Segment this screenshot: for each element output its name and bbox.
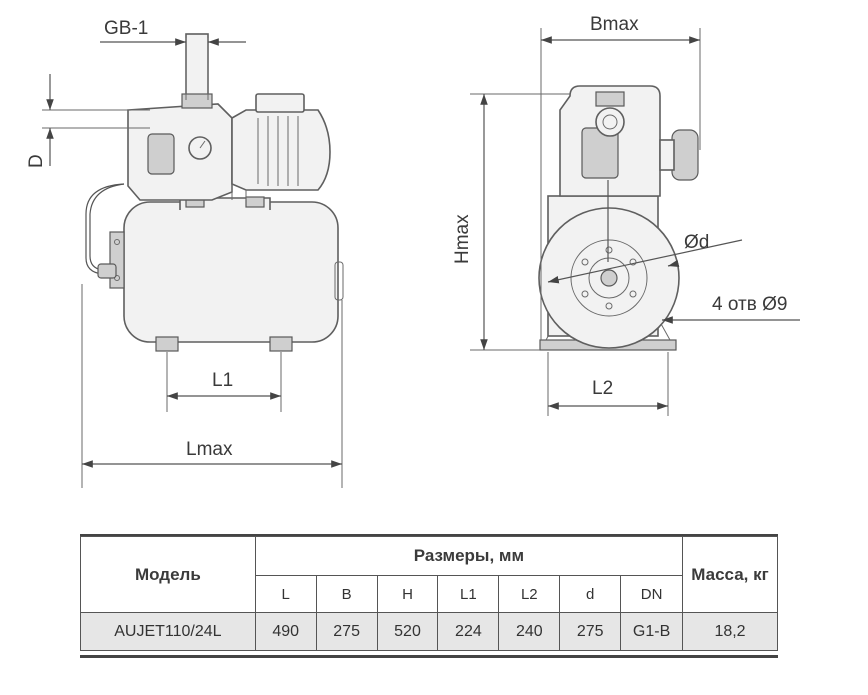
front-view xyxy=(538,85,699,351)
col-header: H xyxy=(376,575,439,613)
col-header: L1 xyxy=(437,575,500,613)
value-cell: 240 xyxy=(498,612,561,651)
terminal-box xyxy=(255,93,305,113)
tank-foot-left xyxy=(155,336,179,352)
dim-hmax: Hmax xyxy=(452,214,473,264)
tank-body xyxy=(123,201,339,343)
value-cell: 224 xyxy=(437,612,500,651)
technical-drawing: GB-1 D L1 Lmax xyxy=(26,14,800,488)
value-cell: G1-B xyxy=(620,612,684,651)
model-header: Модель xyxy=(80,536,256,613)
spec-table: Модель Размеры, мм Масса, кг L B H L1 L2… xyxy=(80,536,778,651)
col-header: d xyxy=(559,575,622,613)
value-cell: 275 xyxy=(559,612,622,651)
side-dimensions: GB-1 D L1 Lmax xyxy=(26,18,343,488)
col-header: L2 xyxy=(498,575,561,613)
model-cell: AUJET110/24L xyxy=(80,612,256,651)
col-header: B xyxy=(315,575,378,613)
motor-cap xyxy=(671,129,699,181)
dim-bmax: Bmax xyxy=(590,14,639,35)
mass-header: Масса, кг xyxy=(682,536,778,613)
side-view xyxy=(85,33,344,352)
dim-od: Ød xyxy=(684,232,709,253)
front-dimensions: Bmax Hmax Ød 4 отв Ø9 L2 xyxy=(452,14,800,416)
value-cell: 520 xyxy=(376,612,439,651)
col-header: DN xyxy=(620,575,684,613)
dim-holes: 4 отв Ø9 xyxy=(712,294,787,315)
table-top-rule xyxy=(80,534,778,537)
table-bottom-rule xyxy=(80,655,778,658)
value-cell: 490 xyxy=(254,612,317,651)
tank-foot-right xyxy=(269,336,293,352)
dim-l1: L1 xyxy=(212,370,233,391)
mass-cell: 18,2 xyxy=(682,612,778,651)
dims-header: Размеры, мм xyxy=(254,536,684,576)
pump-housing xyxy=(127,103,233,201)
pump-motor xyxy=(231,109,331,191)
value-cell: 275 xyxy=(315,612,378,651)
dim-l2: L2 xyxy=(592,378,613,399)
dim-lmax: Lmax xyxy=(186,439,233,460)
pressure-hose xyxy=(85,183,125,275)
dim-gb1: GB-1 xyxy=(104,18,148,39)
col-header: L xyxy=(254,575,317,613)
table-row: AUJET110/24L 490 275 520 224 240 275 G1-… xyxy=(80,612,778,651)
dim-d: D xyxy=(26,154,47,168)
outlet-pipe xyxy=(185,33,209,101)
